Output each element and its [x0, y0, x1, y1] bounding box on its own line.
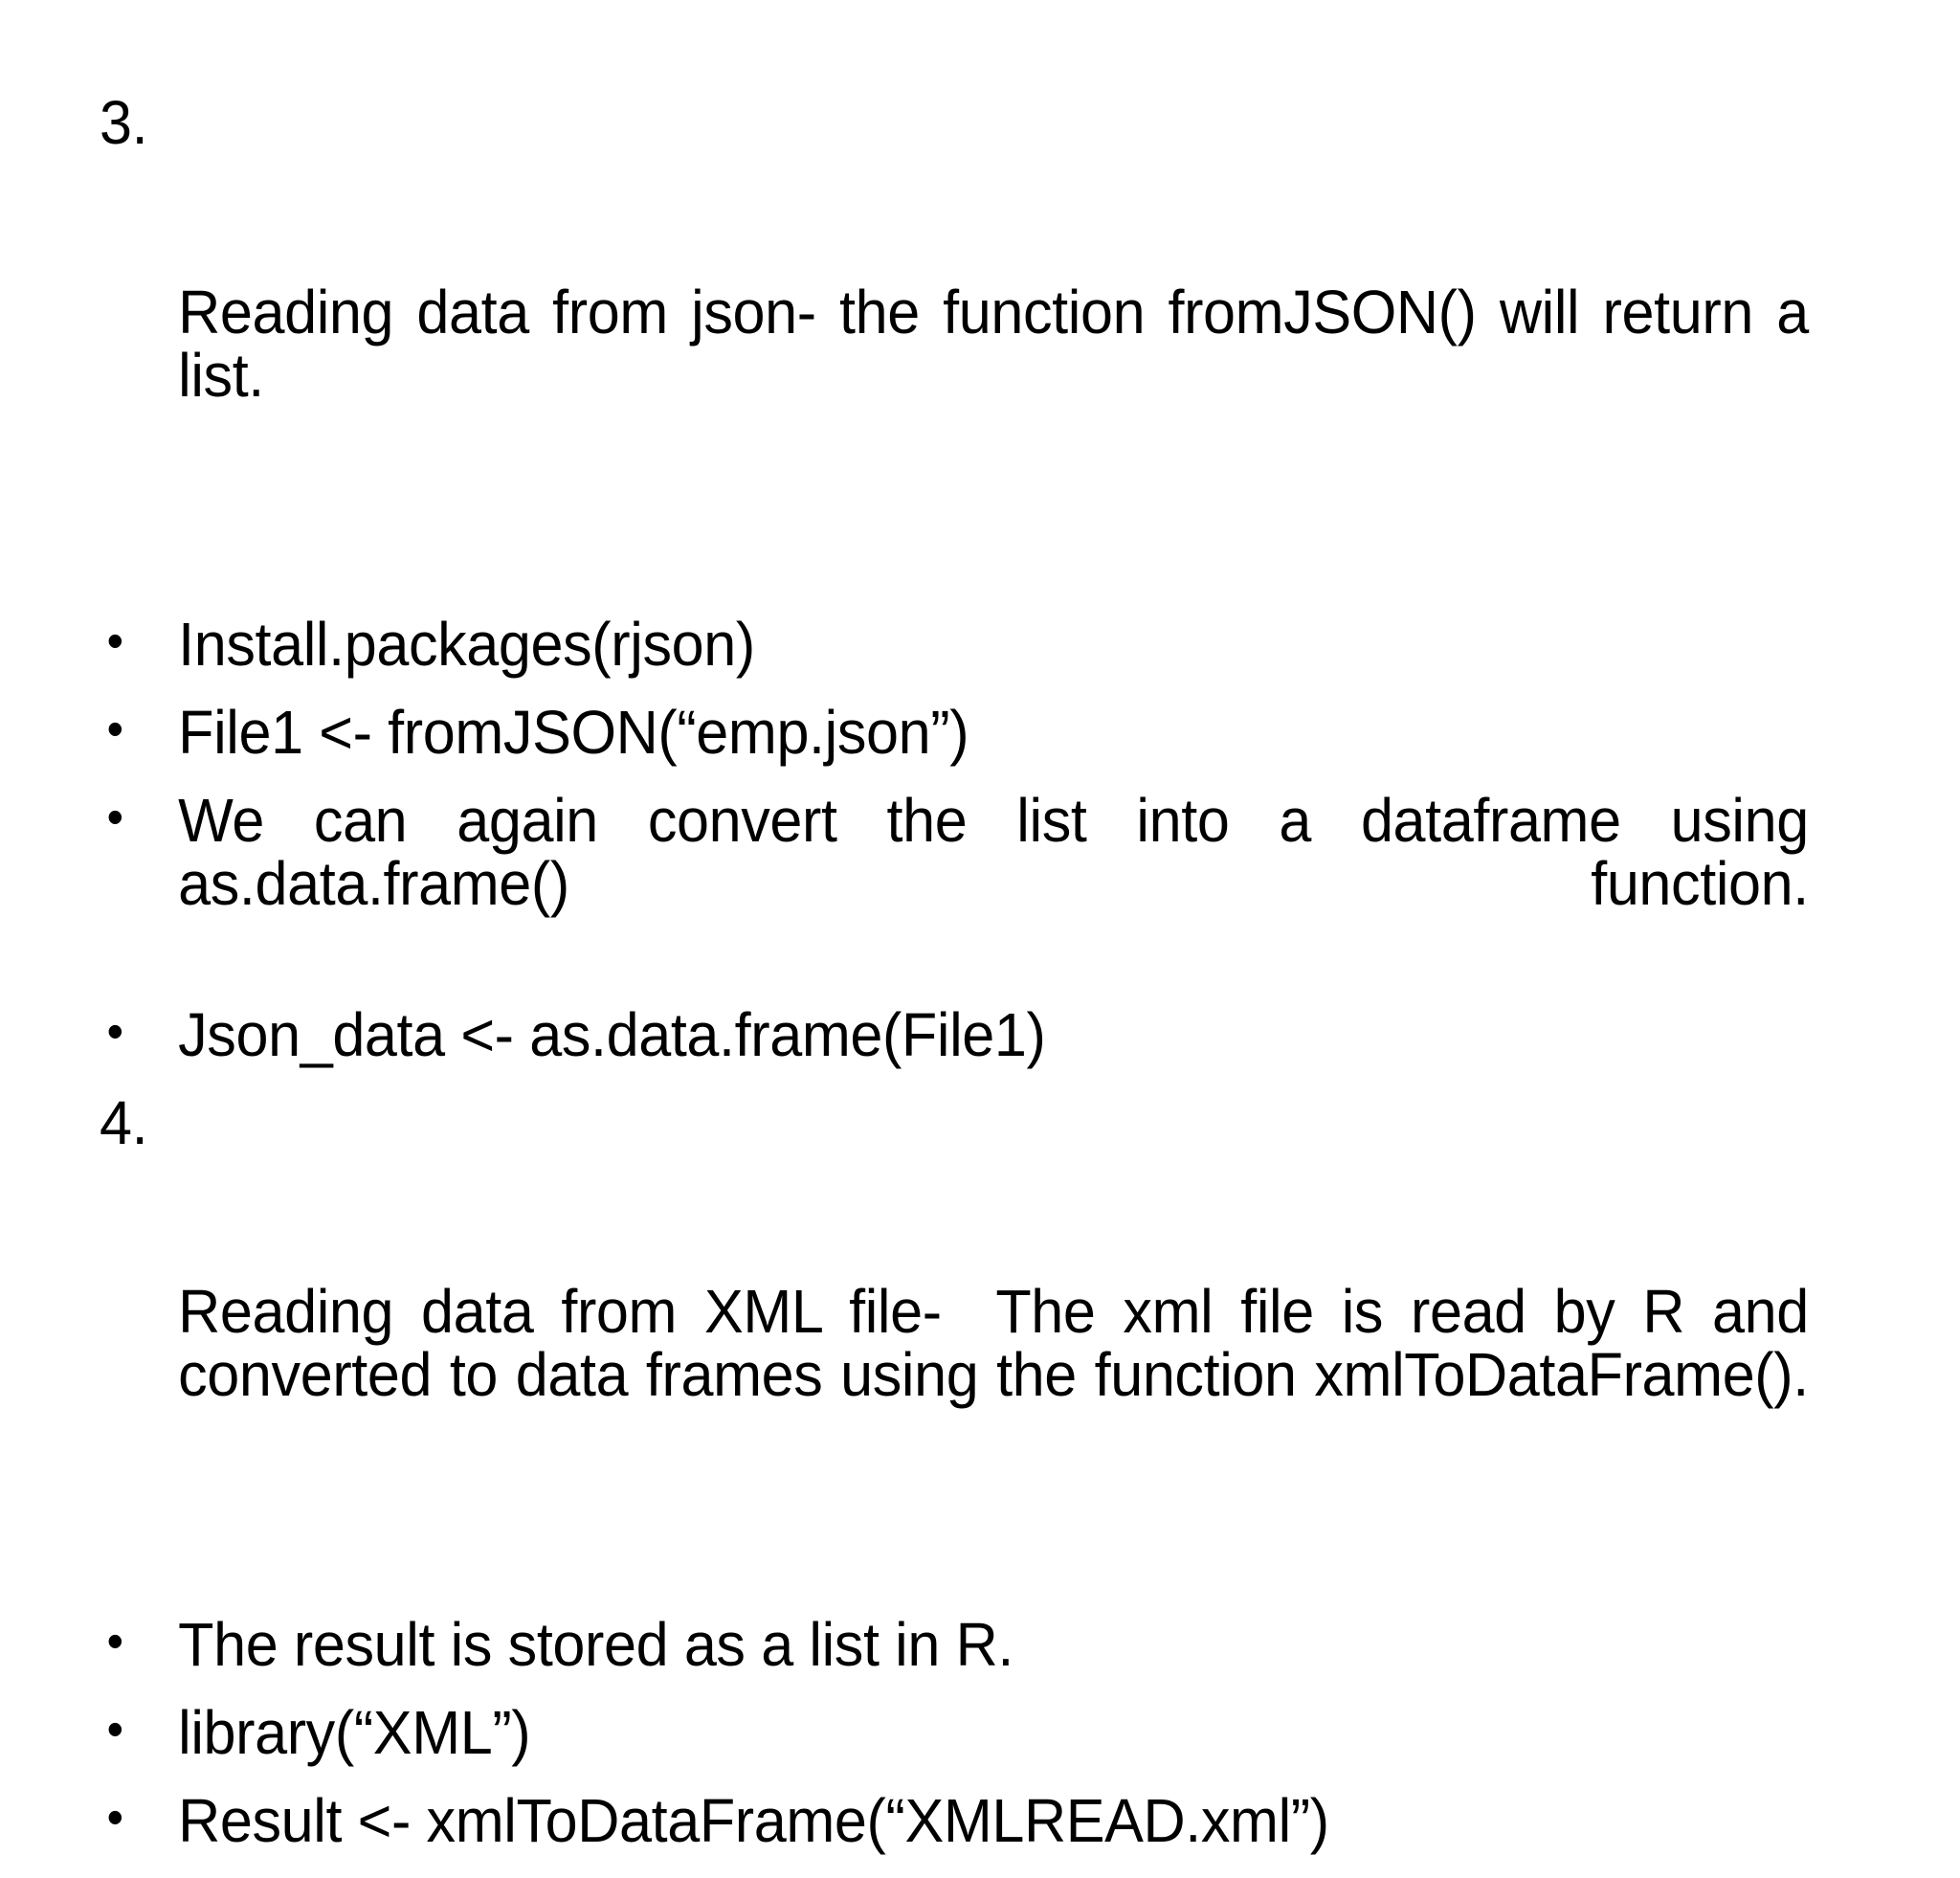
numbered-item-4[interactable]: 4. Reading data from XML file- The xml f… [100, 1087, 1825, 1597]
bullet-icon: • [106, 702, 123, 758]
bullet-icon: • [106, 790, 123, 846]
bullet-item-result-xmltodataframe-text: Result <- xmlToDataFrame(“XMLREAD.xml”) [178, 1785, 1329, 1855]
bullet-item-result-xmltodataframe[interactable]: • Result <- xmlToDataFrame(“XMLREAD.xml”… [100, 1785, 1809, 1855]
numbered-item-3-text: Reading data from json- the function fro… [178, 277, 1825, 410]
bullet-item-convert-list-dataframe[interactable]: • We can again convert the list into a d… [100, 786, 1810, 979]
bullet-icon: • [106, 1701, 123, 1757]
slide-content-placeholder[interactable]: 3. Reading data from json- the function … [100, 88, 1889, 1878]
numbered-item-3[interactable]: 3. Reading data from json- the function … [100, 88, 1825, 596]
bullet-item-json-data-asdataframe[interactable]: • Json_data <- as.data.frame(File1) [100, 999, 1809, 1069]
bullet-item-convert-list-dataframe-text: We can again convert the list into a dat… [178, 786, 1809, 918]
slide-canvas: 3. Reading data from json- the function … [100, 91, 1810, 1852]
bullet-item-install-packages-text: Install.packages(rjson) [178, 610, 755, 680]
bullet-icon: • [106, 1789, 123, 1845]
bullet-icon: • [106, 614, 123, 670]
bullet-item-file1-fromjson[interactable]: • File1 <- fromJSON(“emp.json”) [100, 698, 1809, 768]
bullet-icon: • [106, 1003, 123, 1060]
bullet-item-install-packages[interactable]: • Install.packages(rjson) [100, 610, 1809, 680]
bullet-item-library-xml-text: library(“XML”) [178, 1697, 531, 1767]
bullet-item-json-data-asdataframe-text: Json_data <- as.data.frame(File1) [178, 999, 1046, 1069]
bullet-icon: • [106, 1613, 123, 1669]
numbered-item-4-text: Reading data from XML file- The xml file… [178, 1277, 1825, 1410]
bullet-item-result-stored-list[interactable]: • The result is stored as a list in R. [100, 1609, 1809, 1679]
list-marker-3: 3. [100, 88, 148, 157]
bullet-item-file1-fromjson-text: File1 <- fromJSON(“emp.json”) [178, 698, 969, 768]
list-marker-4: 4. [100, 1087, 148, 1157]
bullet-item-result-stored-list-text: The result is stored as a list in R. [178, 1609, 1013, 1679]
bullet-item-library-xml[interactable]: • library(“XML”) [100, 1697, 1809, 1767]
